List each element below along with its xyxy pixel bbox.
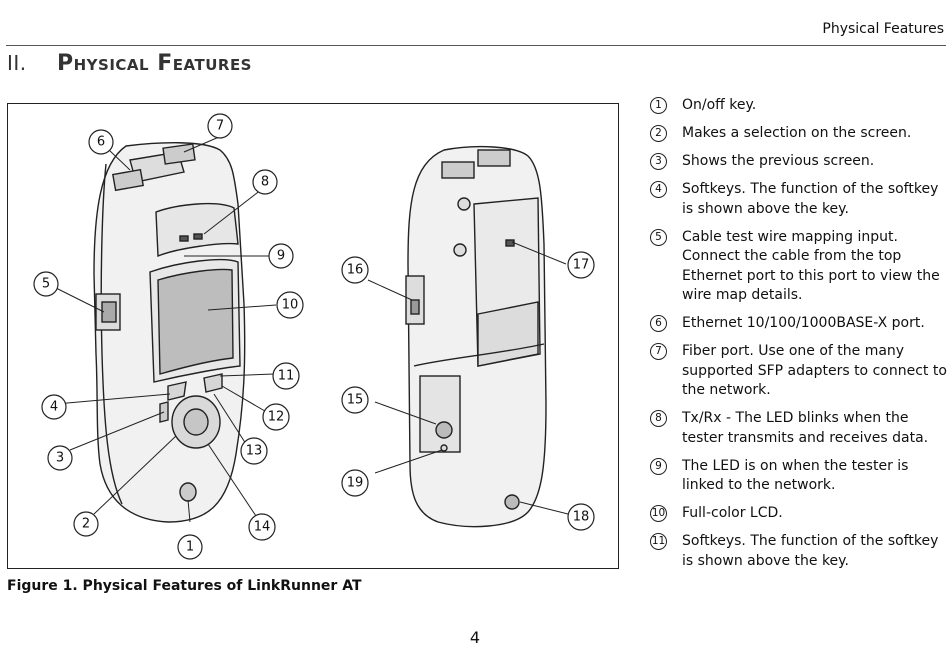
svg-text:18: 18 <box>573 510 590 525</box>
feature-text: Full-color LCD. <box>682 505 783 521</box>
svg-text:4: 4 <box>50 400 58 415</box>
feature-number: 9 <box>650 457 667 475</box>
feature-item: 9 The LED is on when the tester is linked… <box>650 457 948 496</box>
feature-text: Softkeys. The function of the softkey is… <box>682 181 939 217</box>
page-number: 4 <box>469 628 481 647</box>
callout-12: 12 <box>262 403 290 431</box>
feature-number: 2 <box>650 125 667 142</box>
svg-text:9: 9 <box>277 249 285 264</box>
header-rule <box>6 45 946 46</box>
feature-item: 5 Cable test wire mapping input. Connect … <box>650 228 948 306</box>
running-header: Physical Features <box>822 21 944 37</box>
feature-text: Softkeys. The function of the softkey is… <box>682 533 939 569</box>
feature-number: 6 <box>650 315 667 332</box>
callout-16: 16 <box>341 256 369 284</box>
section-title: Physical Features <box>57 51 252 76</box>
feature-text: On/off key. <box>682 97 757 113</box>
feature-item: 1 On/off key. <box>650 96 948 116</box>
svg-text:1: 1 <box>186 540 194 555</box>
device-illustration: 1 2 3 4 5 6 7 8 9 10 11 12 13 14 15 16 1… <box>33 113 595 560</box>
callout-14: 14 <box>248 513 276 541</box>
feature-item: 11 Softkeys. The function of the softkey … <box>650 532 948 571</box>
section-number: II. <box>7 51 27 75</box>
callout-17: 17 <box>567 251 595 279</box>
feature-text: Makes a selection on the screen. <box>682 125 912 141</box>
section-heading: II. Physical Features <box>7 51 252 76</box>
feature-number: 11 <box>650 533 667 550</box>
callout-13: 13 <box>240 437 268 465</box>
feature-text: Tx/Rx - The LED blinks when the tester t… <box>682 410 929 446</box>
feature-item: 6 Ethernet 10/100/1000BASE-X port. <box>650 314 948 334</box>
svg-text:14: 14 <box>254 520 271 535</box>
feature-text: Cable test wire mapping input. Connect t… <box>682 228 940 304</box>
callout-18: 18 <box>567 503 595 531</box>
svg-text:12: 12 <box>268 410 285 425</box>
feature-item: 3 Shows the previous screen. <box>650 152 948 172</box>
figure-frame: 1 2 3 4 5 6 7 8 9 10 11 12 13 14 15 16 1… <box>7 103 619 569</box>
front-device-drawing <box>93 142 246 523</box>
feature-list: 1 On/off key. 2 Makes a selection on the s… <box>650 96 948 580</box>
callout-19: 19 <box>341 469 369 497</box>
svg-text:5: 5 <box>42 277 50 292</box>
svg-text:17: 17 <box>573 258 590 273</box>
callout-6: 6 <box>88 129 114 155</box>
svg-text:19: 19 <box>347 476 364 491</box>
feature-number: 8 <box>650 410 667 427</box>
callout-labels: 1 2 3 4 5 6 7 8 9 10 11 12 13 14 15 16 1… <box>33 113 595 560</box>
feature-text: Shows the previous screen. <box>682 153 875 169</box>
feature-item: 2 Makes a selection on the screen. <box>650 124 948 144</box>
figure-caption: Figure 1. Physical Features of LinkRunne… <box>7 578 362 594</box>
callout-4: 4 <box>41 394 67 420</box>
feature-text: Ethernet 10/100/1000BASE-X port. <box>682 315 925 331</box>
svg-text:8: 8 <box>261 175 269 190</box>
callout-7: 7 <box>207 113 233 139</box>
feature-number: 10 <box>650 505 667 522</box>
callout-15: 15 <box>341 386 369 414</box>
feature-number: 3 <box>650 153 667 170</box>
svg-text:7: 7 <box>216 119 224 134</box>
callout-9: 9 <box>268 243 294 269</box>
callout-1: 1 <box>177 534 203 560</box>
callout-2: 2 <box>73 511 99 537</box>
feature-item: 7 Fiber port. Use one of the many support… <box>650 342 948 401</box>
svg-text:2: 2 <box>82 517 90 532</box>
svg-text:3: 3 <box>56 451 64 466</box>
feature-text: Fiber port. Use one of the many supporte… <box>682 343 947 398</box>
feature-item: 8 Tx/Rx - The LED blinks when the tester … <box>650 409 948 448</box>
svg-text:16: 16 <box>347 263 364 278</box>
back-device-drawing <box>405 145 547 528</box>
callout-8: 8 <box>252 169 278 195</box>
feature-number: 4 <box>650 181 667 198</box>
callout-10: 10 <box>276 291 304 319</box>
feature-item: 4 Softkeys. The function of the softkey i… <box>650 180 948 219</box>
callout-3: 3 <box>47 445 73 471</box>
feature-number: 1 <box>650 97 667 114</box>
svg-text:10: 10 <box>282 298 299 313</box>
callout-5: 5 <box>33 271 59 297</box>
svg-text:13: 13 <box>246 444 263 459</box>
feature-number: 7 <box>650 343 667 360</box>
svg-text:6: 6 <box>97 135 105 150</box>
callout-11: 11 <box>272 362 300 390</box>
feature-text: The LED is on when the tester is linked … <box>682 457 909 494</box>
svg-text:11: 11 <box>278 369 295 384</box>
feature-number: 5 <box>650 228 667 246</box>
svg-text:15: 15 <box>347 393 364 408</box>
feature-item: 10 Full-color LCD. <box>650 504 948 524</box>
